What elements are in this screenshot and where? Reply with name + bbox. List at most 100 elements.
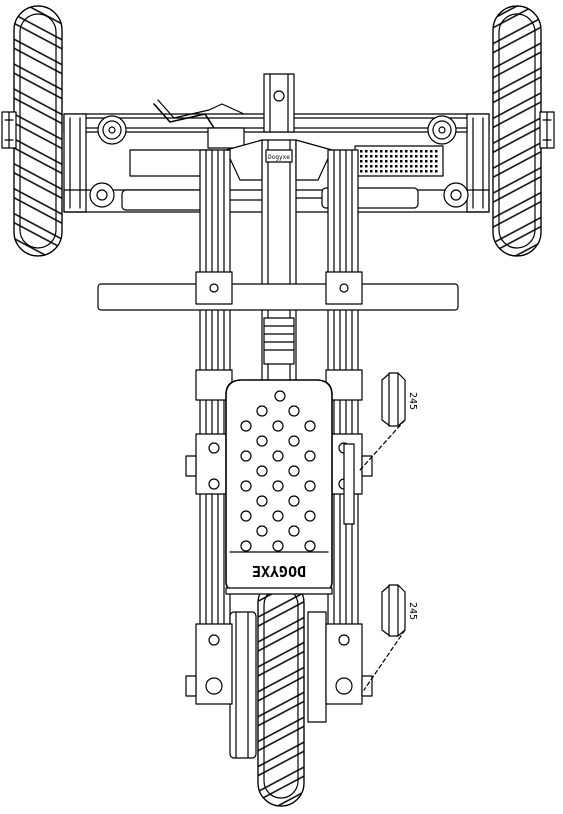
grille-dot [380, 150, 383, 153]
grille-dot [410, 155, 413, 158]
front-fork-clamps [185, 623, 373, 705]
grille-dot [380, 165, 383, 168]
grille-dot [400, 165, 403, 168]
grille-dot [375, 170, 378, 173]
grille-dot [370, 155, 373, 158]
grille-dot [365, 160, 368, 163]
grille-dot [365, 165, 368, 168]
grille-dot [435, 160, 438, 163]
grille-dot [415, 150, 418, 153]
deck-brand-text: DOGYXE [252, 562, 306, 580]
grille-dot [410, 160, 413, 163]
grille-dot [370, 160, 373, 163]
grille-dot [360, 170, 363, 173]
grille-dot [410, 170, 413, 173]
grille-dot [430, 170, 433, 173]
deck-plate [225, 379, 355, 595]
grille-dot [415, 160, 418, 163]
grille-dot [410, 165, 413, 168]
side-rails [199, 149, 359, 656]
deck-hole [288, 495, 300, 507]
grille-dot [370, 165, 373, 168]
grille-dot [405, 150, 408, 153]
deck-hole [272, 420, 284, 432]
grille-dot [365, 155, 368, 158]
callout-upper: 245 [359, 372, 418, 471]
grille-dot [420, 160, 423, 163]
grille-dot [400, 170, 403, 173]
deck-hole [288, 465, 300, 477]
grille-dot [425, 150, 428, 153]
deck-hole [288, 435, 300, 447]
grille-dot [390, 165, 393, 168]
grille-dot [375, 155, 378, 158]
deck-hole [274, 390, 286, 402]
left-wheel [1, 5, 63, 257]
grille-dot [395, 155, 398, 158]
grille-dot [400, 160, 403, 163]
grille-dot [415, 165, 418, 168]
deck-hole [304, 420, 316, 432]
deck-hole [272, 540, 284, 552]
grille-dot [385, 150, 388, 153]
grille-dot [385, 155, 388, 158]
grille-dot [365, 150, 368, 153]
deck-hole [256, 435, 268, 447]
deck-hole [288, 525, 300, 537]
grille-dot [405, 165, 408, 168]
grille-dot [360, 150, 363, 153]
deck-holes [240, 390, 316, 552]
grille-dot [400, 150, 403, 153]
right-wheel [492, 5, 555, 257]
grille-dot [410, 150, 413, 153]
grille-dot [405, 160, 408, 163]
callout-lower: 245 [363, 584, 418, 691]
grille-dot [430, 160, 433, 163]
deck-hole [256, 465, 268, 477]
grille-dot [395, 150, 398, 153]
grille-dot [360, 160, 363, 163]
grille-dot [435, 165, 438, 168]
deck-hole [240, 420, 252, 432]
grille-dot [420, 165, 423, 168]
grille-dot [420, 150, 423, 153]
grille-dot [400, 155, 403, 158]
grille-dot [390, 170, 393, 173]
grille-dot [405, 170, 408, 173]
deck-hole [240, 480, 252, 492]
grille-dot [375, 165, 378, 168]
grille-dot [360, 165, 363, 168]
callout-label-lower: 245 [407, 602, 418, 620]
deck-hole [240, 450, 252, 462]
front-wheel [229, 579, 327, 807]
deck-hole [304, 450, 316, 462]
grille-dot [435, 170, 438, 173]
grille-dot [385, 165, 388, 168]
grille-dot [395, 165, 398, 168]
grille-dot [365, 170, 368, 173]
deck-hole [272, 450, 284, 462]
grille-dot [380, 160, 383, 163]
footpeg-bar [97, 271, 459, 311]
grille-dot [375, 160, 378, 163]
deck-hole [288, 405, 300, 417]
grille-dot [420, 170, 423, 173]
grille-dot [425, 170, 428, 173]
deck-hole [272, 510, 284, 522]
steering-column: Dogyxe [225, 73, 333, 411]
deck-hole [256, 495, 268, 507]
grille-dot [390, 160, 393, 163]
deck-hole [304, 480, 316, 492]
grille-dot [395, 170, 398, 173]
grille-dot [370, 170, 373, 173]
callout-label-upper: 245 [407, 392, 418, 410]
grille-dot [390, 150, 393, 153]
grille-dot [430, 165, 433, 168]
column-brand-label: Dogyxe [268, 154, 290, 161]
grille-dot [380, 170, 383, 173]
deck-hole [240, 510, 252, 522]
grille-dot [435, 155, 438, 158]
grille-dot [405, 155, 408, 158]
brake-lever [153, 99, 245, 149]
